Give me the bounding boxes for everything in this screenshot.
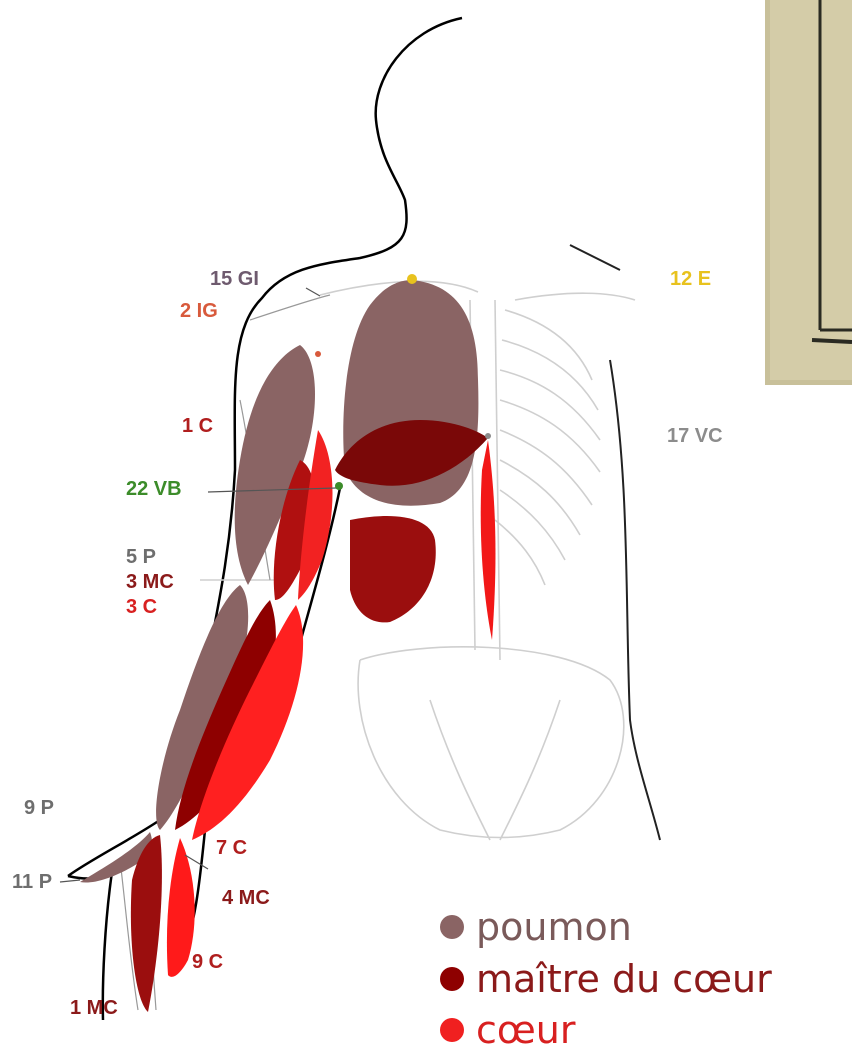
label-2-ig: 2 IG	[180, 301, 218, 321]
legend-item-poumon: poumon	[440, 908, 632, 946]
coeur-chest-muscle	[481, 440, 496, 640]
legend-label-poumon: poumon	[476, 908, 632, 946]
label-4-mc: 4 MC	[222, 888, 270, 908]
label-12-e: 12 E	[670, 269, 711, 289]
legend-label-maitre: maître du cœur	[476, 960, 772, 998]
maitre-serratus-muscle	[350, 516, 436, 622]
torso-outline	[570, 245, 660, 840]
label-9-p: 9 P	[24, 798, 54, 818]
legend-item-maitre: maître du cœur	[440, 960, 772, 998]
label-9-c: 9 C	[192, 952, 223, 972]
point-22vb-marker	[335, 482, 343, 490]
legend-swatch-poumon	[440, 915, 464, 939]
label-11-p: 11 P	[12, 872, 52, 892]
point-12e-marker	[407, 274, 417, 284]
label-15-gi: 15 GI	[210, 269, 259, 289]
label-17-vc: 17 VC	[667, 426, 723, 446]
label-22-vb: 22 VB	[126, 479, 182, 499]
point-2ig-marker	[315, 351, 321, 357]
legend-swatch-coeur	[440, 1018, 464, 1042]
label-3-c: 3 C	[126, 597, 157, 617]
label-3-mc: 3 MC	[126, 572, 174, 592]
parchment-photo	[765, 0, 852, 385]
legend-item-coeur: cœur	[440, 1011, 575, 1049]
label-1-mc: 1 MC	[70, 998, 118, 1018]
point-17vc-marker	[485, 433, 491, 439]
label-1-c: 1 C	[182, 416, 213, 436]
label-5-p: 5 P	[126, 547, 156, 567]
legend-label-coeur: cœur	[476, 1011, 575, 1049]
legend-swatch-maitre	[440, 967, 464, 991]
label-7-c: 7 C	[216, 838, 247, 858]
